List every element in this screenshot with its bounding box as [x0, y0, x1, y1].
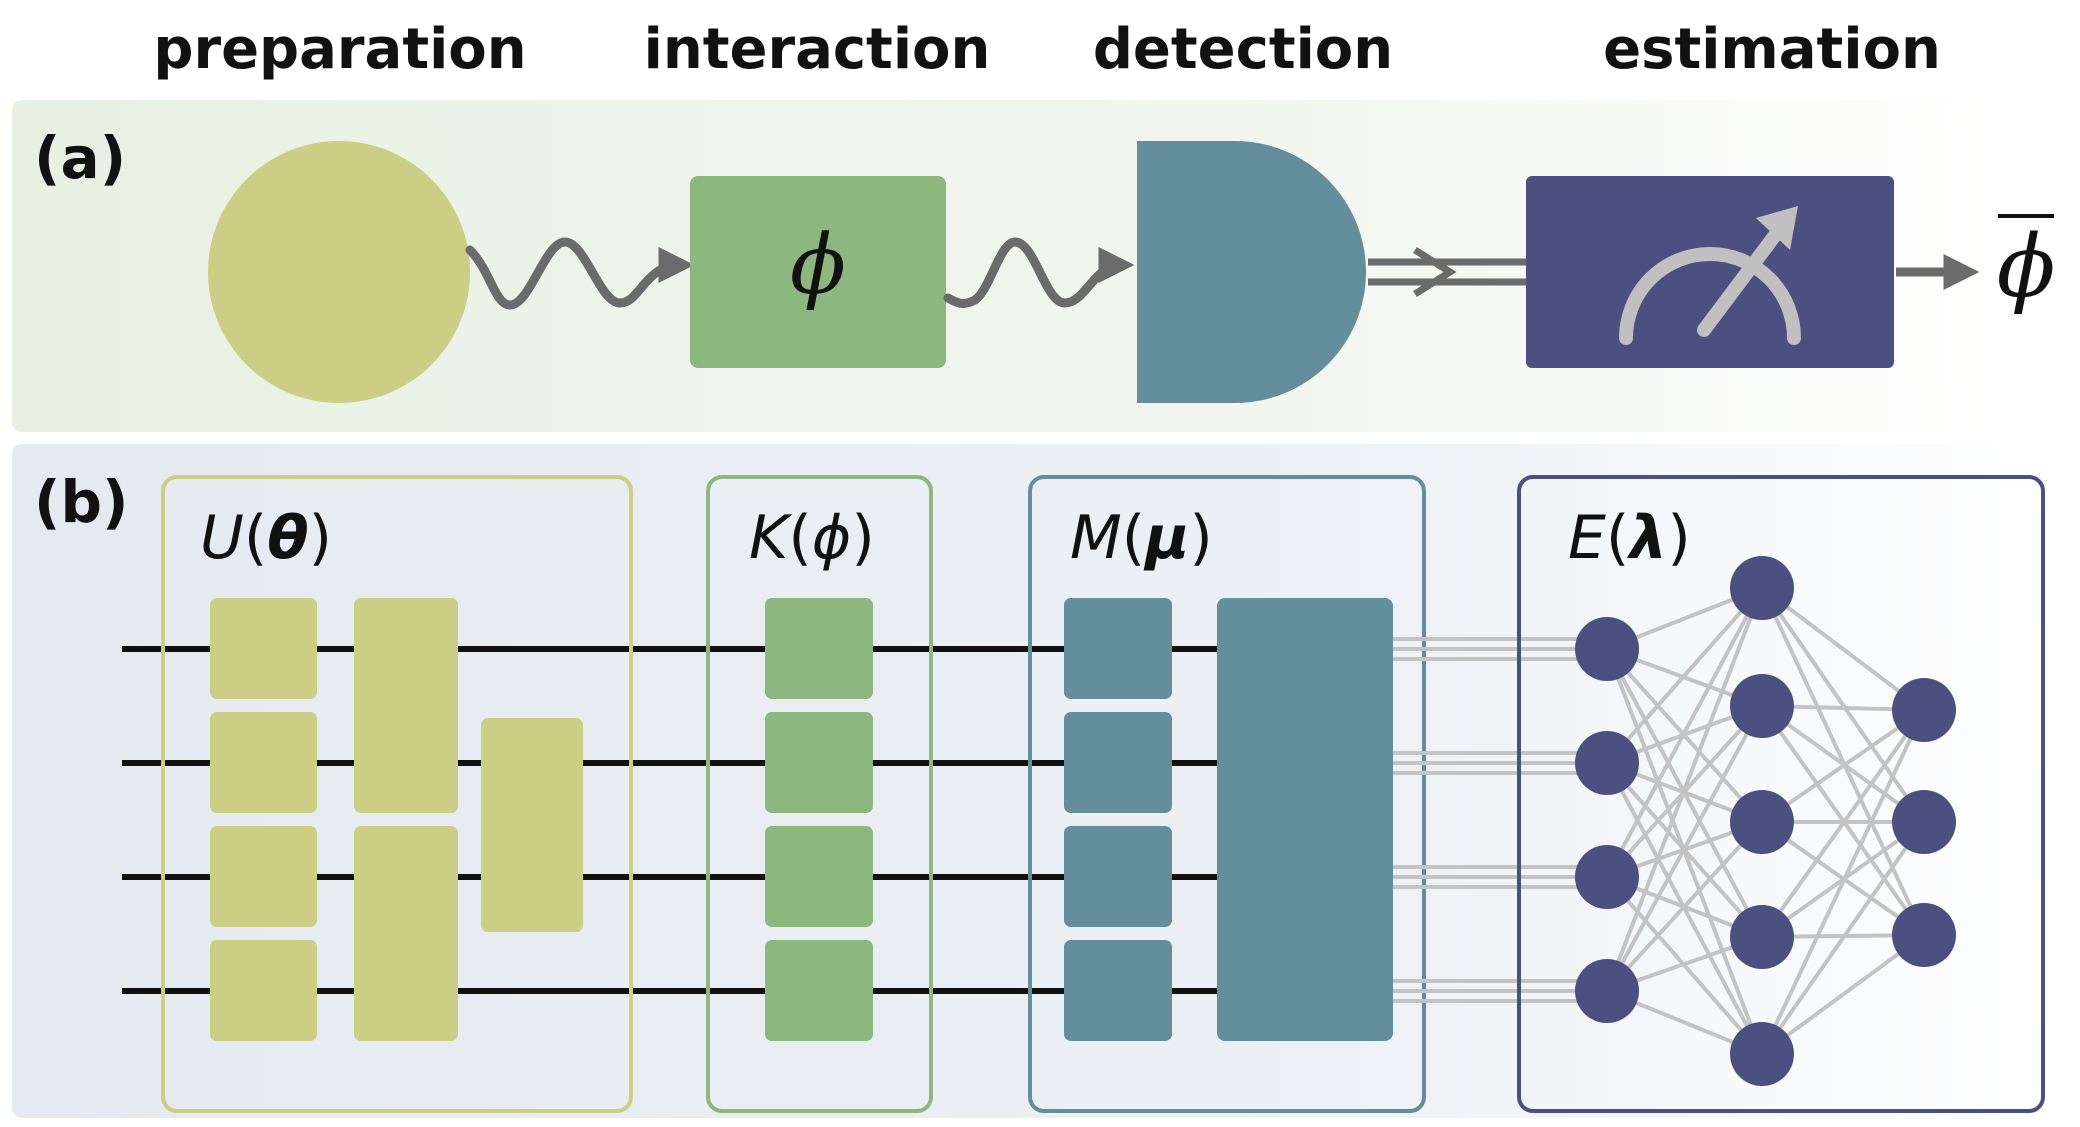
interaction-frame: [706, 475, 933, 1113]
det-gate-4: [1064, 940, 1172, 1041]
detector-shape: [1137, 141, 1366, 403]
det-gate-1: [1064, 598, 1172, 699]
interaction-box-label: K(ϕ): [749, 503, 875, 573]
interaction-open-paren: (: [788, 503, 811, 573]
output-phi: ϕ: [1997, 217, 2056, 317]
prep-gate-4: [210, 940, 317, 1041]
network-edge: [1605, 587, 1764, 878]
classical-output-lines: [1393, 637, 1607, 1003]
classical-arrow: [1368, 247, 1528, 297]
wavy-arrow-1: [465, 237, 695, 310]
interaction-phi-arg: ϕ: [812, 503, 852, 573]
network-node-layer-2: [1730, 674, 1794, 738]
estimation-box-label: E(λ): [1568, 503, 1691, 573]
preparation-frame: [161, 475, 633, 1113]
detection-open-paren: (: [1122, 503, 1145, 573]
network-node-layer-1: [1575, 731, 1639, 795]
gauge-icon: [1619, 206, 1801, 345]
network-edge: [1605, 820, 1764, 993]
estimation-frame: [1517, 475, 2045, 1113]
estimation-close-paren: ): [1667, 503, 1690, 573]
preparation-close-paren: ): [309, 503, 332, 573]
detection-gates: [1064, 598, 1393, 1041]
preparation-theta: θ: [267, 503, 308, 573]
network-edge: [1760, 709, 1926, 1055]
panel-b-background: [12, 444, 2068, 1118]
preparation-gates: [210, 598, 583, 1041]
network-node-layer-2: [1730, 1022, 1794, 1086]
prep-gate-7: [481, 718, 583, 932]
detection-frame: [1028, 475, 1426, 1113]
network-node-layer-2: [1730, 905, 1794, 969]
detection-name: M: [1070, 503, 1122, 573]
preparation-circle: [208, 141, 470, 403]
prep-gate-3: [210, 826, 317, 927]
estimation-lambda: λ: [1626, 503, 1667, 573]
network-node-layer-1: [1575, 959, 1639, 1023]
network-edge: [1760, 587, 1926, 936]
wavy-arrow-2: [943, 237, 1135, 308]
panel-a-label: (a): [34, 124, 126, 192]
network-node-layer-2: [1730, 556, 1794, 620]
interaction-close-paren: ): [851, 503, 874, 573]
header-preparation: preparation: [153, 17, 526, 82]
interaction-phi: ϕ: [790, 218, 846, 313]
network-edge: [1760, 708, 1926, 824]
interaction-name: K: [749, 503, 793, 573]
detection-box-label: M(μ): [1070, 503, 1213, 573]
interaction-gates: [765, 598, 873, 1041]
header-estimation: estimation: [1603, 17, 1941, 82]
network-node-layer-3: [1892, 903, 1956, 967]
int-gate-1: [765, 598, 873, 699]
prep-gate-2: [210, 712, 317, 813]
preparation-name: U: [200, 503, 244, 573]
detection-close-paren: ): [1189, 503, 1212, 573]
int-gate-3: [765, 826, 873, 927]
estimation-open-paren: (: [1606, 503, 1629, 573]
prep-gate-6: [354, 826, 458, 1041]
network-edge: [1605, 705, 1764, 992]
network-edge: [1605, 586, 1764, 765]
network-node-layer-1: [1575, 845, 1639, 909]
prep-gate-5: [354, 598, 458, 813]
network-edge: [1760, 586, 1926, 824]
network-node-layer-1: [1575, 617, 1639, 681]
network-edge: [1605, 587, 1764, 992]
int-gate-4: [765, 940, 873, 1041]
network-node-layer-3: [1892, 678, 1956, 742]
estimation-name: E: [1568, 503, 1606, 573]
preparation-open-paren: (: [244, 503, 267, 573]
preparation-box-label: U(θ): [200, 503, 332, 573]
det-gate-big: [1217, 598, 1393, 1041]
header-detection: detection: [1093, 17, 1393, 82]
detection-mu: μ: [1143, 503, 1189, 573]
panel-b-label: (b): [34, 468, 129, 536]
network-edge: [1760, 820, 1926, 1056]
network-edge: [1760, 933, 1926, 1056]
network-edge: [1760, 708, 1926, 939]
header-interaction: interaction: [644, 17, 991, 82]
det-gate-3: [1064, 826, 1172, 927]
network-node-layer-2: [1730, 790, 1794, 854]
det-gate-2: [1064, 712, 1172, 813]
interaction-box: [690, 176, 946, 368]
estimation-box: [1526, 176, 1894, 368]
network-node-layer-3: [1892, 790, 1956, 854]
int-gate-2: [765, 712, 873, 813]
network-edge: [1760, 586, 1926, 712]
prep-gate-1: [210, 598, 317, 699]
network-nodes: [1575, 556, 1956, 1086]
